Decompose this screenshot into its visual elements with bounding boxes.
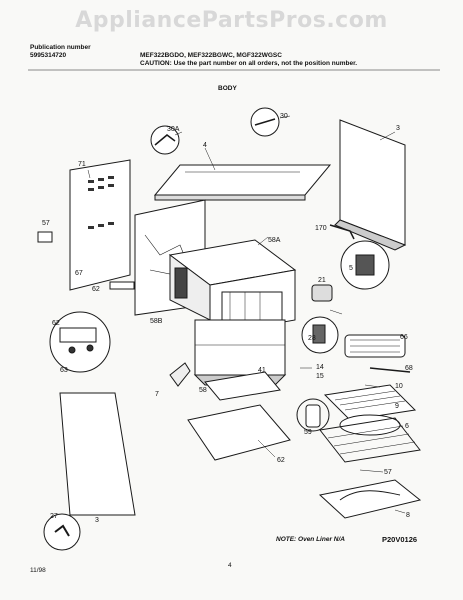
callout-68: 68 (405, 365, 413, 372)
callout-57-left: 57 (42, 220, 50, 227)
callout-62-detail: 62 (52, 320, 60, 327)
caution-note: CAUTION: Use the part number on all orde… (140, 60, 358, 67)
callout-62-bottom: 62 (277, 457, 285, 464)
bottom-panel-part (187, 404, 291, 461)
callout-27: 27 (50, 513, 58, 520)
callout-21: 21 (318, 277, 326, 284)
callout-15: 15 (316, 373, 324, 380)
callout-67: 67 (75, 270, 83, 277)
model-numbers: MEF322BGDO, MEF322BGWC, MGF322WGSC (140, 52, 282, 59)
callout-71: 71 (78, 161, 86, 168)
callout-57-right: 57 (384, 469, 392, 476)
detail-30a-circle (150, 125, 180, 155)
callout-58b: 58B (150, 318, 163, 325)
section-title: BODY (218, 85, 237, 92)
callout-62-upper: 62 (92, 286, 100, 293)
page-number: 4 (228, 562, 232, 569)
broil-pan-10-part (323, 384, 417, 421)
callout-41: 41 (258, 367, 266, 374)
callout-9: 9 (395, 403, 399, 410)
callout-14: 14 (316, 364, 324, 371)
lower-frame-part (194, 319, 286, 376)
oven-liner-note: NOTE: Oven Liner N/A (276, 536, 345, 543)
callout-4: 4 (203, 142, 207, 149)
footer-date: 11/98 (30, 567, 46, 574)
callout-10: 10 (395, 383, 403, 390)
ignitor-21-part (311, 284, 333, 302)
callout-3-bottom: 3 (95, 517, 99, 524)
callout-63: 63 (60, 367, 68, 374)
callout-7: 7 (155, 391, 159, 398)
callout-170: 170 (315, 225, 327, 232)
watermark: AppliancePartsPros.com (75, 8, 388, 33)
callout-58: 58 (199, 387, 207, 394)
callout-58a: 58A (268, 237, 281, 244)
callout-30: 30 (280, 113, 288, 120)
oven-rack-6-part (319, 417, 421, 463)
callout-66: 66 (400, 334, 408, 341)
top-panel-part (153, 164, 332, 196)
callout-59: 59 (304, 429, 312, 436)
callout-8: 8 (406, 512, 410, 519)
front-panel-3-part (59, 392, 136, 516)
label-57-part (37, 231, 53, 243)
callout-5: 5 (349, 265, 353, 272)
broil-element-8-part (318, 479, 422, 519)
publication-number: 5995314720 (30, 52, 67, 59)
callout-6: 6 (405, 423, 409, 430)
detail-27-circle (43, 513, 81, 551)
diagram-code: P20V0126 (382, 535, 418, 544)
callout-3-top: 3 (396, 125, 400, 132)
callout-30a: 30A (167, 126, 180, 133)
handle-7-part (169, 362, 191, 387)
cylinder-59-part (305, 404, 321, 428)
publication-label: Publication number (30, 44, 91, 51)
callout-28: 28 (308, 335, 316, 342)
